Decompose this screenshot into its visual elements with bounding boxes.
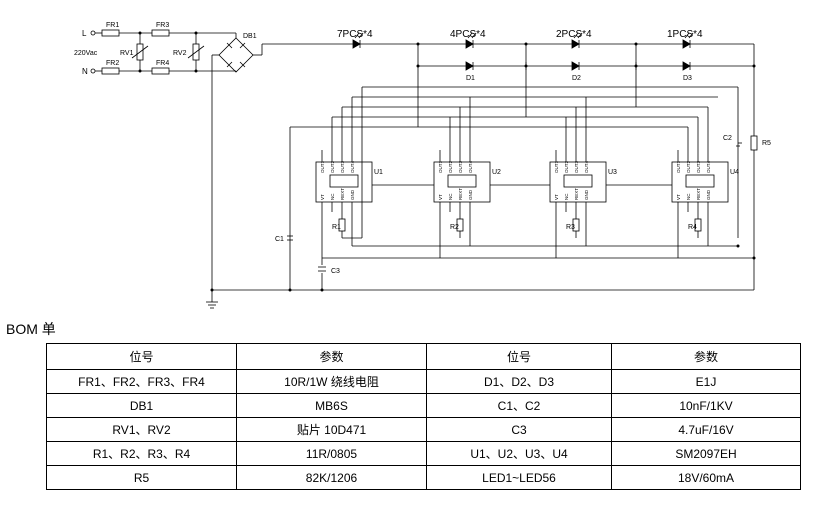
bom-cell: 18V/60mA xyxy=(611,465,801,490)
u4-pin-vt: VT xyxy=(676,194,681,200)
u3-pin-vt: VT xyxy=(554,194,559,200)
bom-row: R5 82K/1206 LED1~LED56 18V/60mA xyxy=(46,465,801,490)
u3-pin-out2: OUT2 xyxy=(564,161,569,173)
rv1-label: RV1 xyxy=(120,50,134,57)
u4-pin-out2: OUT2 xyxy=(686,161,691,173)
u3-pin-out3: OUT3 xyxy=(574,161,579,173)
r2-label: R2 xyxy=(450,224,459,231)
bom-cell: E1J xyxy=(611,369,801,394)
bom-header-value: 参数 xyxy=(236,343,427,370)
u1-pin-rext: REXT xyxy=(340,188,345,200)
u1-pin-vt: VT xyxy=(320,194,325,200)
bom-cell: R1、R2、R3、R4 xyxy=(46,441,237,466)
bom-header-row: 位号 参数 位号 参数 xyxy=(46,343,801,370)
bom-cell: RV1、RV2 xyxy=(46,417,237,442)
neutral-input-label: N xyxy=(82,67,88,76)
u1-label: U1 xyxy=(374,169,383,176)
bom-cell: SM2097EH xyxy=(611,441,801,466)
bom-cell: FR1、FR2、FR3、FR4 xyxy=(46,369,237,394)
u1-pin-out2: OUT2 xyxy=(330,161,335,173)
led-group-3-label: 2PCS*4 xyxy=(556,29,592,40)
bom-heading: BOM 单 xyxy=(6,321,56,337)
bom-cell: LED1~LED56 xyxy=(426,465,612,490)
bom-cell: C3 xyxy=(426,417,612,442)
bom-cell: 贴片 10D471 xyxy=(236,417,427,442)
circuit-schematic: L N 220Vac FR1 FR2 FR3 FR4 RV1 RV2 DB1 7… xyxy=(74,22,771,309)
u1-pin-out4: OUT4 xyxy=(350,161,355,173)
bom-table: 位号 参数 位号 参数 FR1、FR2、FR3、FR4 10R/1W 绕线电阻 … xyxy=(46,343,801,490)
u1-pin-out3: OUT3 xyxy=(340,161,345,173)
bom-cell: DB1 xyxy=(46,393,237,418)
bom-cell: MB6S xyxy=(236,393,427,418)
bom-header-designator: 位号 xyxy=(46,343,237,370)
u4-pin-gnd: GND xyxy=(706,189,711,200)
u4-pin-out4: OUT4 xyxy=(706,161,711,173)
led-group-2-label: 4PCS*4 xyxy=(450,29,486,40)
fr3-label: FR3 xyxy=(156,22,169,29)
d3-label: D3 xyxy=(683,75,692,82)
u3-pin-gnd: GND xyxy=(584,189,589,200)
u2-pin-out2: OUT2 xyxy=(448,161,453,173)
c3-label: C3 xyxy=(331,268,340,275)
fr1-label: FR1 xyxy=(106,22,119,29)
bom-cell: U1、U2、U3、U4 xyxy=(426,441,612,466)
r5-label: R5 xyxy=(762,140,771,147)
u4-pin-rext: REXT xyxy=(696,188,701,200)
u3-pin-rext: REXT xyxy=(574,188,579,200)
u2-pin-out1: OUT1 xyxy=(438,161,443,173)
u3-pin-nc: NC xyxy=(564,193,569,200)
u1-pin-gnd: GND xyxy=(350,189,355,200)
r1-label: R1 xyxy=(332,224,341,231)
bom-cell: R5 xyxy=(46,465,237,490)
u2-pin-nc: NC xyxy=(448,193,453,200)
u4-pin-out3: OUT3 xyxy=(696,161,701,173)
bom-header-designator: 位号 xyxy=(426,343,612,370)
fr2-label: FR2 xyxy=(106,60,119,67)
u4-label: U4 xyxy=(730,169,739,176)
fr4-label: FR4 xyxy=(156,60,169,67)
led-group-4-label: 1PCS*4 xyxy=(667,29,703,40)
bom-cell: 10R/1W 绕线电阻 xyxy=(236,369,427,394)
u2-pin-out3: OUT3 xyxy=(458,161,463,173)
u2-pin-gnd: GND xyxy=(468,189,473,200)
rv2-label: RV2 xyxy=(173,50,187,57)
u4-pin-nc: NC xyxy=(686,193,691,200)
u2-pin-out4: OUT4 xyxy=(468,161,473,173)
u2-pin-rext: REXT xyxy=(458,188,463,200)
bom-cell: 11R/0805 xyxy=(236,441,427,466)
led-group-1-label: 7PCS*4 xyxy=(337,29,373,40)
bom-cell: 82K/1206 xyxy=(236,465,427,490)
c2-label: C2 xyxy=(723,135,732,142)
voltage-label: 220Vac xyxy=(74,50,98,57)
c1-label: C1 xyxy=(275,236,284,243)
bom-row: R1、R2、R3、R4 11R/0805 U1、U2、U3、U4 SM2097E… xyxy=(46,441,801,466)
bom-cell: 10nF/1KV xyxy=(611,393,801,418)
bom-cell: C1、C2 xyxy=(426,393,612,418)
line-input-label: L xyxy=(82,29,87,38)
bom-row: DB1 MB6S C1、C2 10nF/1KV xyxy=(46,393,801,418)
u2-pin-vt: VT xyxy=(438,194,443,200)
bom-row: RV1、RV2 贴片 10D471 C3 4.7uF/16V xyxy=(46,417,801,442)
u2-label: U2 xyxy=(492,169,501,176)
u4-pin-out1: OUT1 xyxy=(676,161,681,173)
r4-label: R4 xyxy=(688,224,697,231)
r3-label: R3 xyxy=(566,224,575,231)
bom-header-value: 参数 xyxy=(611,343,801,370)
d1-label: D1 xyxy=(466,75,475,82)
bom-row: FR1、FR2、FR3、FR4 10R/1W 绕线电阻 D1、D2、D3 E1J xyxy=(46,369,801,394)
u3-label: U3 xyxy=(608,169,617,176)
u3-pin-out4: OUT4 xyxy=(584,161,589,173)
bom-cell: D1、D2、D3 xyxy=(426,369,612,394)
u1-pin-out1: OUT1 xyxy=(320,161,325,173)
u3-pin-out1: OUT1 xyxy=(554,161,559,173)
u1-pin-nc: NC xyxy=(330,193,335,200)
d2-label: D2 xyxy=(572,75,581,82)
db1-label: DB1 xyxy=(243,33,257,40)
bom-cell: 4.7uF/16V xyxy=(611,417,801,442)
